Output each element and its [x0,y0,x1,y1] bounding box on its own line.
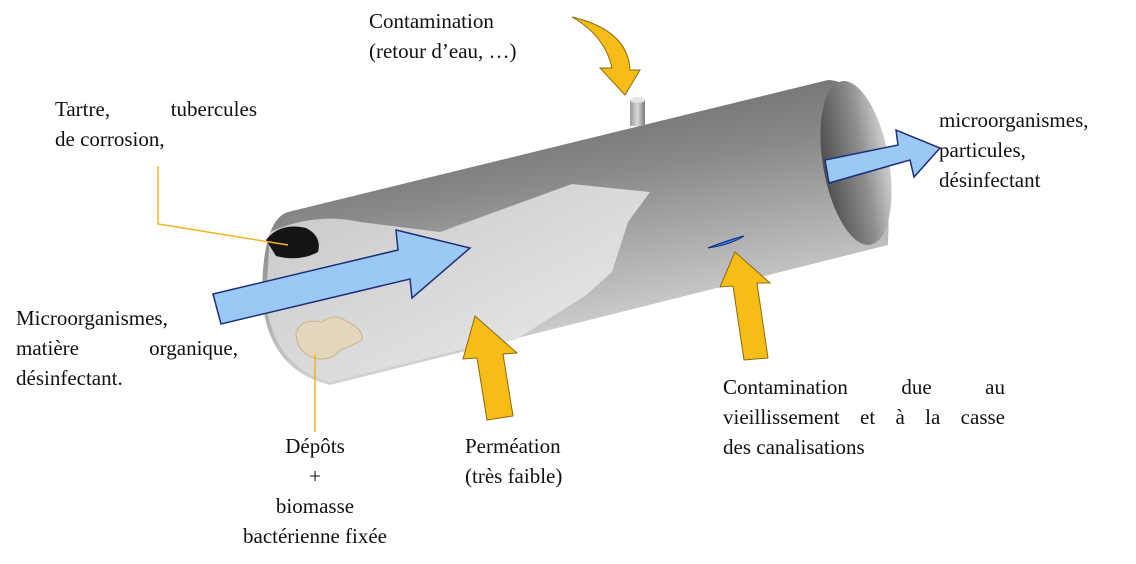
pipe-stub [630,100,645,126]
aging-line3: des canalisations [723,435,865,459]
pipe-opening [266,226,319,259]
outflow-label: microorganismes, particules, désinfectan… [939,105,1089,195]
pipe-crack [707,235,745,249]
deposits-line3: biomasse [275,494,355,518]
scale-line1: Tartre, tubercules [55,97,257,121]
permeation-label: Perméation (très faible) [465,431,562,491]
aging-line2: vieillissement et à la casse [723,405,1005,429]
permeation-line2: (très faible) [465,464,563,488]
top-contamination-arrow [571,16,641,96]
permeation-arrow [462,315,519,421]
outflow-arrow [824,128,942,184]
top-contamination-label: Contamination (retour d’eau, …) [369,6,517,66]
aging-line1: Contamination due au [723,375,1005,399]
top-contamination-line2: (retour d’eau, …) [369,39,517,63]
deposits-line1: Dépôts [285,434,345,458]
scale-leader-line [157,166,289,246]
pipe-stub-top [630,97,645,103]
outflow-line1: microorganismes, [939,108,1089,132]
outflow-line3: désinfectant [939,168,1041,192]
deposits-label: Dépôts + biomasse bactérienne fixée [215,431,415,551]
inflow-label: Microorganismes, matière organique, dési… [16,303,238,393]
deposits-line4: bactérienne fixée [243,524,387,548]
permeation-line1: Perméation [465,434,561,458]
inflow-line1: Microorganismes, [16,306,168,330]
deposits-line2: + [309,464,321,488]
aging-arrow [719,251,772,361]
scale-line2: de corrosion, [55,127,165,151]
aging-label: Contamination due au vieillissement et à… [723,372,1005,462]
scale-label: Tartre, tubercules de corrosion, [55,94,257,154]
pipe-cutaway-interior [266,184,650,382]
deposit-blob [295,316,363,360]
top-contamination-line1: Contamination [369,9,494,33]
inflow-line3: désinfectant. [16,366,123,390]
inflow-line2: matière organique, [16,336,238,360]
inflow-arrow [212,229,472,325]
outflow-line2: particules, [939,138,1026,162]
